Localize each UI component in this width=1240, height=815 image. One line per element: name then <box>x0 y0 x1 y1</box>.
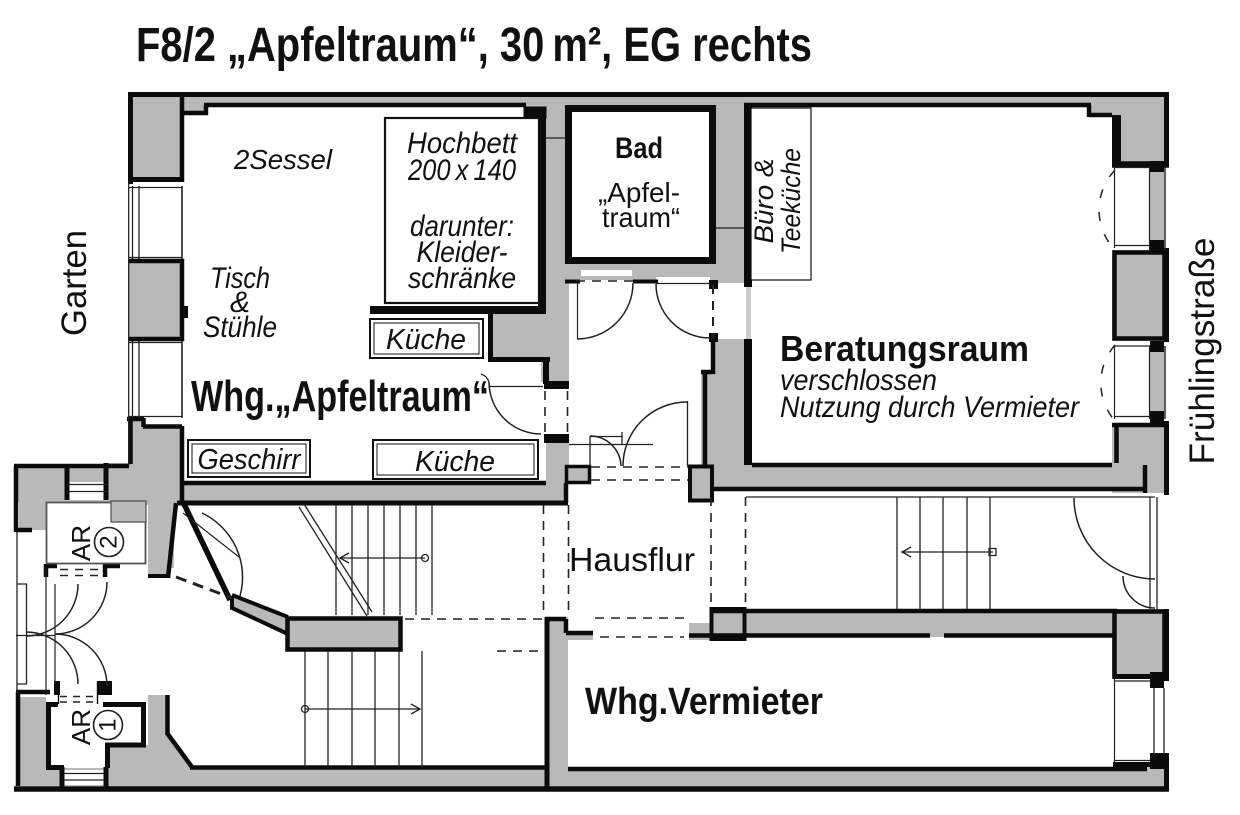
svg-text:Kleider-: Kleider- <box>417 236 508 269</box>
svg-text:Nutzung durch Vermieter: Nutzung durch Vermieter <box>780 391 1080 424</box>
svg-text:Büro &: Büro & <box>749 159 779 244</box>
svg-text:Beratungsraum: Beratungsraum <box>780 328 1029 369</box>
svg-text:Garten: Garten <box>55 230 94 336</box>
svg-text:darunter:: darunter: <box>410 210 514 243</box>
svg-text:AR: AR <box>66 709 96 745</box>
svg-text:&: & <box>230 286 250 319</box>
svg-text:schränke: schränke <box>408 262 516 295</box>
svg-text:2Sessel: 2Sessel <box>233 144 333 175</box>
svg-text:AR: AR <box>66 525 96 561</box>
svg-text:Whg.„Apfeltraum“: Whg.„Apfeltraum“ <box>191 372 489 421</box>
svg-text:Hochbett: Hochbett <box>407 127 519 160</box>
svg-text:Teeküche: Teeküche <box>776 148 806 254</box>
svg-text:Küche: Küche <box>386 324 466 356</box>
svg-text:Hausflur: Hausflur <box>569 541 695 578</box>
svg-text:Küche: Küche <box>415 446 495 478</box>
svg-text:Frühlingstraße: Frühlingstraße <box>1183 238 1222 465</box>
svg-text:„Apfel-: „Apfel- <box>598 177 680 208</box>
svg-text:Whg.Vermieter: Whg.Vermieter <box>585 681 823 723</box>
svg-text:2: 2 <box>96 535 123 548</box>
svg-text:Geschirr: Geschirr <box>198 444 302 476</box>
svg-text:200 x 140: 200 x 140 <box>407 154 516 187</box>
svg-text:traum“: traum“ <box>602 202 680 233</box>
svg-text:1: 1 <box>95 718 122 731</box>
svg-text:Stühle: Stühle <box>203 311 277 344</box>
svg-text:verschlossen: verschlossen <box>780 364 937 397</box>
svg-text:Tisch: Tisch <box>210 262 270 295</box>
svg-text:Bad: Bad <box>615 132 663 165</box>
svg-text:F8/2 „Apfeltraum“, 30 m², EG r: F8/2 „Apfeltraum“, 30 m², EG rechts <box>136 19 812 72</box>
